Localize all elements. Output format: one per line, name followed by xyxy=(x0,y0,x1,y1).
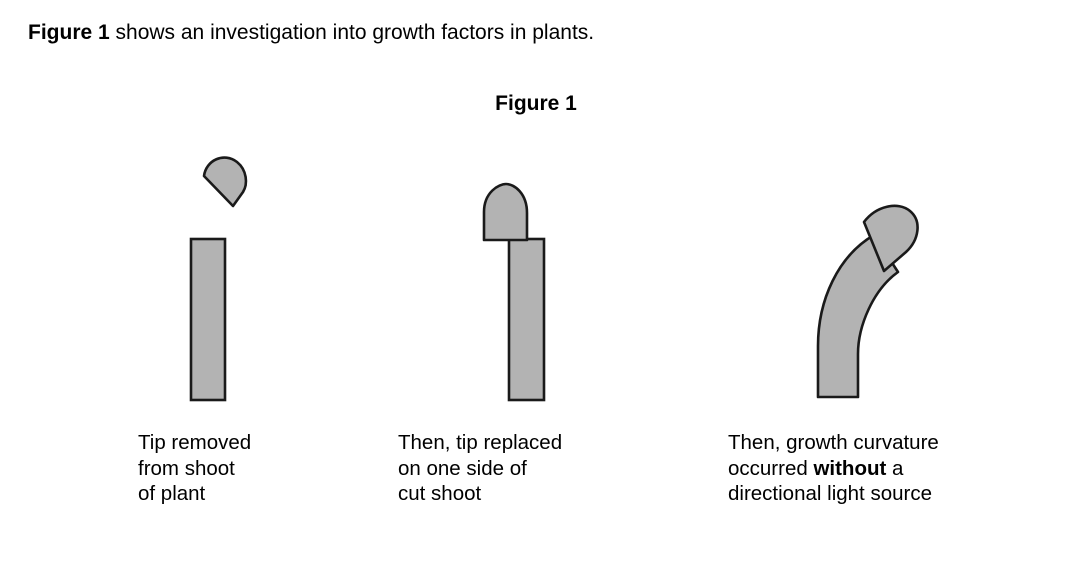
caption-line: from shoot xyxy=(138,456,235,480)
panel-1-group xyxy=(189,156,248,402)
caption-line: Tip removed xyxy=(138,431,252,454)
panel-2-group xyxy=(482,182,546,402)
caption-line: Then, tip replaced xyxy=(398,431,563,454)
intro-bold-prefix: Figure 1 xyxy=(28,21,110,44)
caption-line: of plant xyxy=(138,482,206,505)
straight-stem-shape xyxy=(189,237,227,402)
caption-line: Then, growth curvature xyxy=(728,431,939,454)
figure-diagram xyxy=(0,140,1072,420)
caption-text-before-bold: occurred xyxy=(728,456,814,480)
detached-tip-shape xyxy=(202,156,248,208)
caption-line: on one side of xyxy=(398,456,527,480)
caption-panel-2: Then, tip replaced on one side of cut sh… xyxy=(398,430,562,507)
caption-line: cut shoot xyxy=(398,482,482,505)
tilted-tip-shape xyxy=(862,204,919,273)
upright-tip-shape xyxy=(482,182,529,242)
intro-rest: shows an investigation into growth facto… xyxy=(109,21,595,44)
figure-title: Figure 1 xyxy=(495,92,577,115)
intro-sentence: Figure 1 shows an investigation into gro… xyxy=(28,20,594,46)
caption-line: occurred without a xyxy=(728,456,939,482)
caption-panel-3: Then, growth curvature occurred without … xyxy=(728,430,939,507)
caption-text-after-bold: a xyxy=(886,456,904,480)
plant-shoot-diagrams xyxy=(189,156,919,402)
straight-stem-shape xyxy=(507,237,546,402)
caption-panel-1: Tip removed from shoot of plant xyxy=(138,430,251,507)
panel-3-group xyxy=(816,204,919,399)
caption-line: directional light source xyxy=(728,482,932,505)
caption-emphasis-without: without xyxy=(813,456,887,480)
